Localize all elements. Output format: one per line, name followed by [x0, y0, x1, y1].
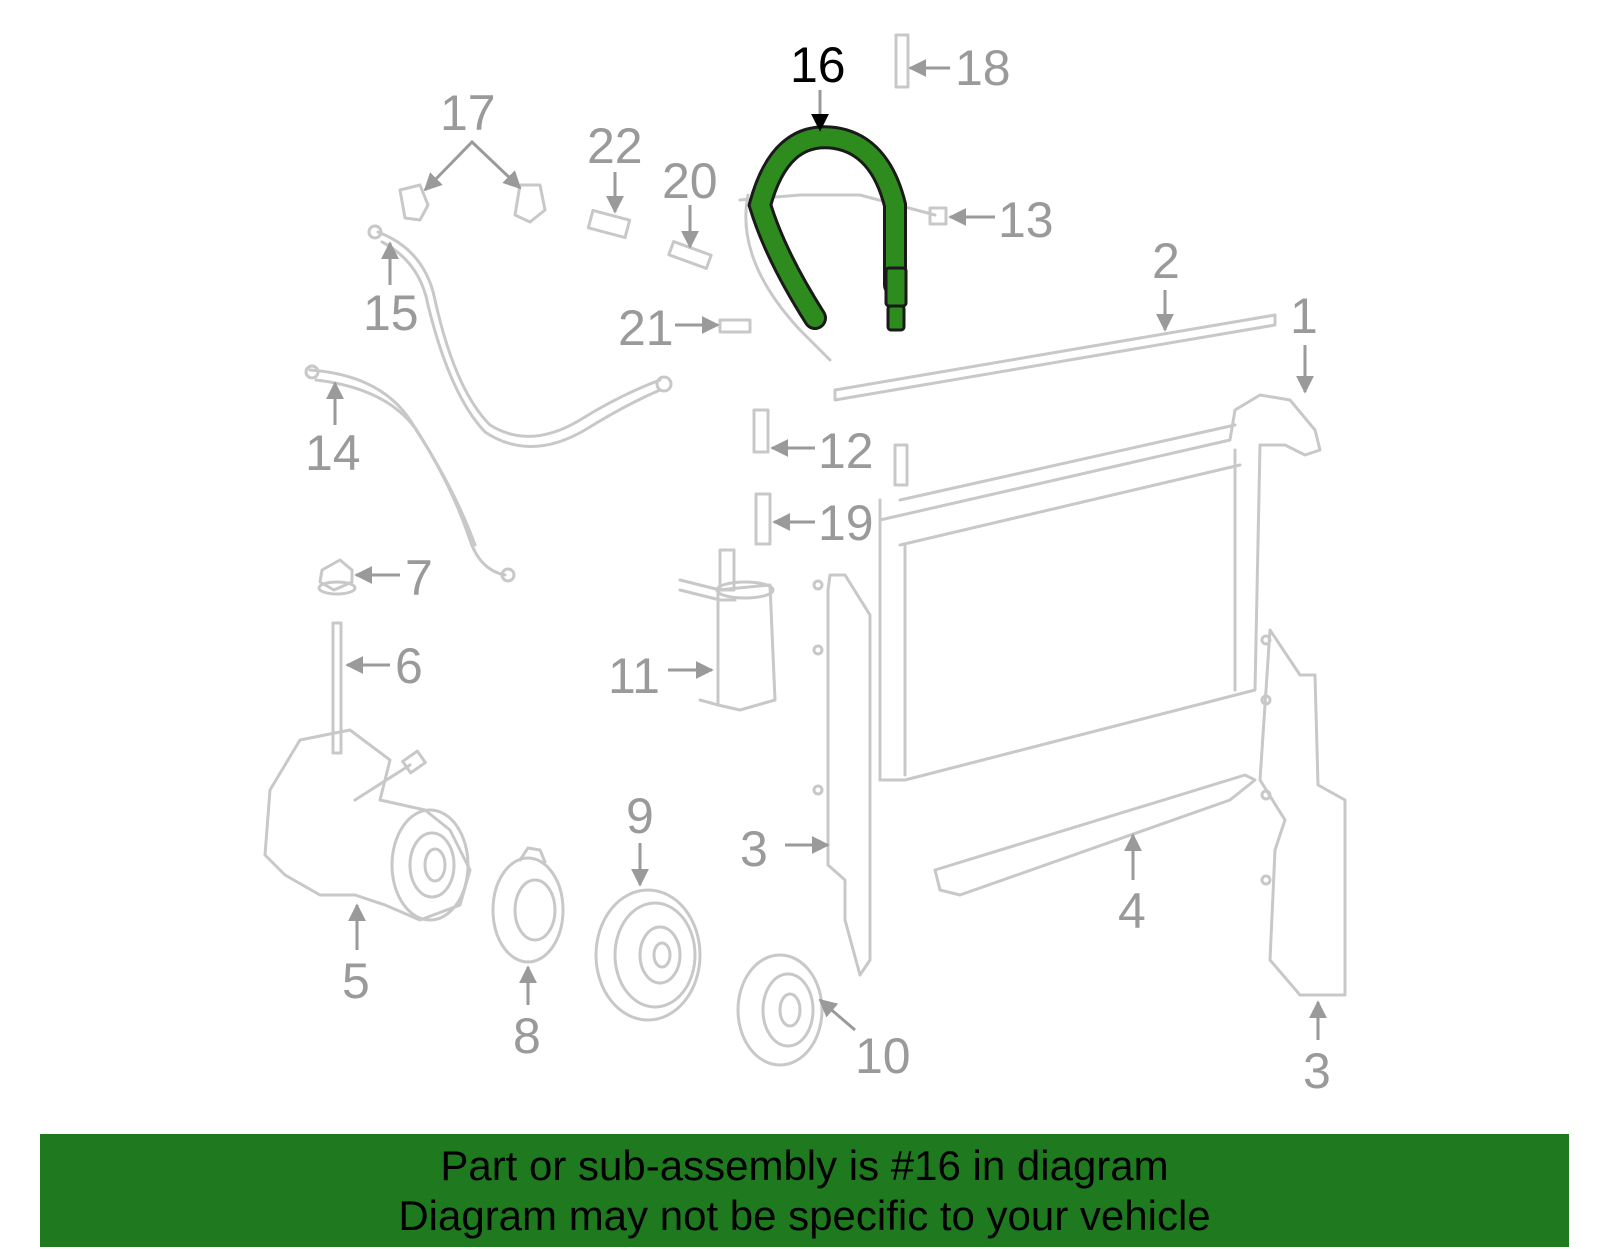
callout-11: 11 — [608, 648, 660, 704]
callout-3-left: 3 — [740, 821, 768, 877]
clip-part-17-left[interactable] — [398, 183, 430, 222]
callout-19: 19 — [818, 495, 874, 551]
leader-lines — [326, 59, 1327, 1040]
callout-10: 10 — [855, 1028, 911, 1084]
callout-8: 8 — [513, 1008, 541, 1064]
callout-9: 9 — [626, 788, 654, 844]
callout-15: 15 — [363, 285, 419, 341]
side-seal-part-3-right[interactable] — [1258, 628, 1347, 997]
callout-13: 13 — [998, 192, 1054, 248]
side-seal-part-3-left[interactable] — [812, 573, 872, 977]
callout-1: 1 — [1290, 288, 1318, 344]
callout-14: 14 — [305, 425, 361, 481]
callout-16: 16 — [790, 37, 846, 93]
callout-21: 21 — [618, 300, 674, 356]
accumulator-part-11[interactable] — [678, 548, 777, 712]
hose-part-15[interactable] — [367, 224, 673, 448]
banner-part-note: Part or sub-assembly is #16 in diagram — [440, 1141, 1169, 1189]
clutch-coil-part-8[interactable] — [491, 846, 565, 964]
parts-diagram: 1 2 3 3 4 5 6 7 8 9 10 11 12 13 14 15 16… — [263, 33, 1347, 1099]
callout-18: 18 — [955, 40, 1011, 96]
condenser-radiator-part-1[interactable] — [878, 393, 1322, 782]
compressor-part-5[interactable] — [263, 728, 472, 922]
banner-disclaimer: Diagram may not be specific to your vehi… — [398, 1191, 1211, 1239]
valve-part-19[interactable] — [754, 492, 772, 546]
callout-3-right: 3 — [1303, 1043, 1331, 1099]
callout-6: 6 — [395, 638, 423, 694]
fitting-part-22[interactable] — [586, 208, 632, 240]
clip-part-17-right[interactable] — [513, 183, 547, 224]
info-banner: Part or sub-assembly is #16 in diagram D… — [40, 1134, 1569, 1247]
seal-strip-part-2[interactable] — [833, 313, 1277, 402]
fitting-part-21[interactable] — [718, 318, 752, 334]
stud-part-6[interactable] — [331, 621, 343, 755]
callout-2: 2 — [1152, 233, 1180, 289]
callout-22: 22 — [587, 118, 643, 174]
lower-deflector-part-4[interactable] — [933, 773, 1257, 897]
callout-labels: 1 2 3 3 4 5 6 7 8 9 10 11 12 13 14 15 16… — [305, 37, 1331, 1099]
hose-part-14[interactable] — [304, 364, 516, 583]
callout-5: 5 — [342, 953, 370, 1009]
valve-part-18[interactable] — [894, 33, 910, 89]
pulley-part-9[interactable] — [594, 888, 702, 1022]
pressure-switch-part-12[interactable] — [752, 408, 770, 454]
nut-part-7[interactable] — [317, 558, 357, 596]
callout-12: 12 — [818, 423, 874, 479]
highlighted-hose-part-16[interactable] — [744, 125, 908, 362]
callout-7: 7 — [405, 550, 433, 606]
callout-20: 20 — [662, 153, 718, 209]
clutch-hub-part-10[interactable] — [736, 953, 824, 1067]
callout-4: 4 — [1118, 883, 1146, 939]
callout-17: 17 — [440, 85, 496, 141]
